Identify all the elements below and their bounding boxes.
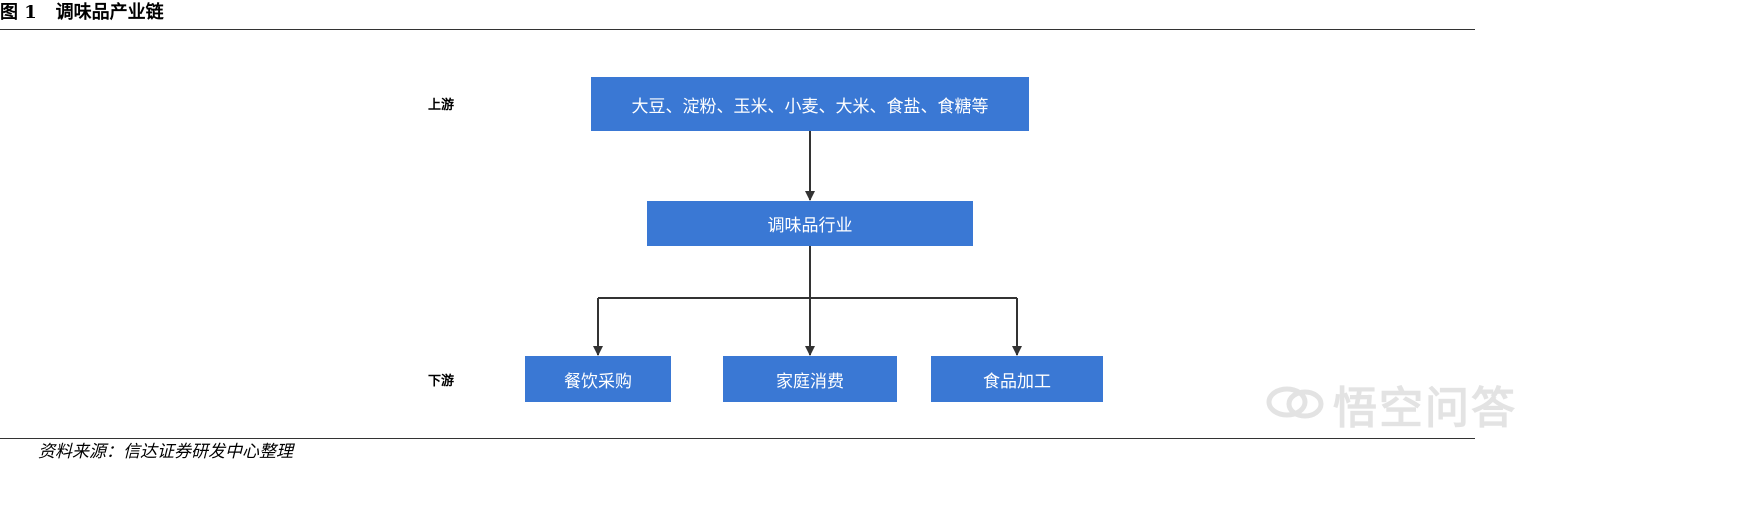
watermark-brand: 悟空问答	[1265, 378, 1517, 434]
downstream-box-food-processing: 食品加工	[931, 356, 1103, 402]
top-rule	[0, 29, 1475, 30]
downstream-label: 下游	[428, 374, 455, 389]
upstream-label: 上游	[428, 98, 455, 113]
upstream-raw-materials-box: 大豆、淀粉、玉米、小麦、大米、食盐、食糖等	[591, 77, 1029, 131]
downstream-box-catering: 餐饮采购	[525, 356, 671, 402]
speech-bubble-icon	[1265, 382, 1325, 426]
industry-box: 调味品行业	[647, 201, 973, 246]
figure-title: 图 1 调味品产业链	[0, 2, 164, 23]
figure-source: 资料来源：信达证券研发中心整理	[38, 442, 293, 462]
watermark-brand-text: 悟空问答	[1333, 383, 1517, 434]
downstream-box-household: 家庭消费	[723, 356, 897, 402]
bottom-rule	[0, 438, 1475, 439]
